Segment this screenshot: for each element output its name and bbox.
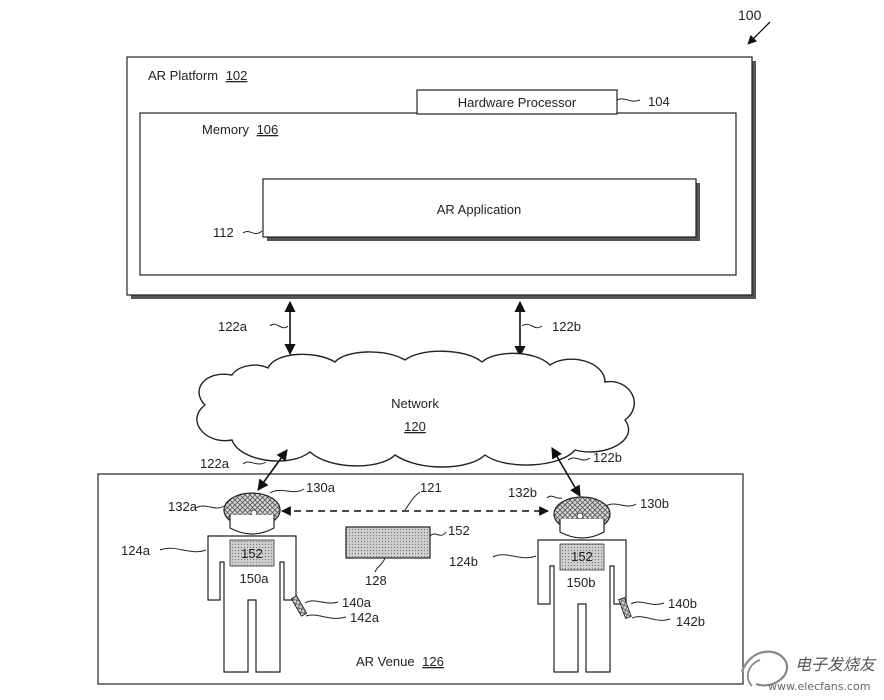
app-label: AR Application (437, 202, 522, 217)
display-item-ref: 128 (365, 573, 387, 588)
processor-label: Hardware Processor (458, 95, 577, 110)
device-sub-ref-b: 142b (676, 614, 705, 629)
watermark: 电子发烧友 www.elecfans.com (740, 650, 877, 693)
svg-text:Memory 106: Memory 106 (202, 122, 278, 137)
device-b (618, 597, 632, 619)
figure-ref-label: 100 (738, 7, 762, 23)
shirt-display-b (559, 543, 605, 571)
sensor-ref-a: 132a (168, 499, 198, 514)
device-a (290, 595, 308, 617)
link-top-right-label: 122b (552, 319, 581, 334)
shirt-display-a (229, 539, 275, 567)
memory-title: Memory (202, 122, 249, 137)
sensor-ref-b: 132b (508, 485, 537, 500)
svg-text:AR Platform 102: AR Platform 102 (148, 68, 247, 83)
link-platform-network-right: 122b (514, 300, 581, 358)
headset-ref-b: 130b (640, 496, 669, 511)
user-a: 152 150a 140a 142a 132a 130a 124a (121, 480, 380, 673)
device-sub-ref-a: 142a (350, 610, 380, 625)
shared-display: 152 128 (345, 523, 470, 588)
svg-text:AR Venue 126: AR Venue 126 (356, 654, 444, 669)
processor-ref: 104 (648, 94, 670, 109)
user-b: 152 150b 140b 142b 132b 130b 124b (449, 485, 705, 673)
body-ref-a: 124a (121, 543, 151, 558)
link-bottom-left-label: 122a (200, 456, 230, 471)
watermark-logo-icon (740, 650, 789, 687)
link-platform-network-left: 122a (218, 300, 296, 356)
network-ref: 120 (404, 419, 426, 434)
platform-title: AR Platform (148, 68, 218, 83)
memory-ref: 106 (257, 122, 279, 137)
shirt-label-b: 152 (571, 549, 593, 564)
link-top-left-label: 122a (218, 319, 248, 334)
app-ref: 112 (213, 225, 234, 240)
network-cloud: Network 120 (196, 350, 635, 468)
link-network-user-a: 122a (200, 449, 288, 491)
network-label: Network (391, 396, 439, 411)
shirt-ref-a: 150a (240, 571, 270, 586)
shirt-label-a: 152 (241, 546, 263, 561)
watermark-cn: 电子发烧友 (795, 655, 877, 674)
headset-ref-a: 130a (306, 480, 336, 495)
link-between-users: 121 (281, 480, 549, 516)
venue-title: AR Venue (356, 654, 415, 669)
link-bottom-right-label: 122b (593, 450, 622, 465)
figure-ref: 100 (738, 7, 771, 45)
link-between-users-label: 121 (420, 480, 442, 495)
platform-ref: 102 (226, 68, 248, 83)
venue-ref: 126 (422, 654, 444, 669)
watermark-url: www.elecfans.com (768, 680, 870, 693)
link-network-user-b: 122b (551, 447, 622, 497)
body-ref-b: 124b (449, 554, 478, 569)
device-ref-b: 140b (668, 596, 697, 611)
shirt-ref-b: 150b (567, 575, 596, 590)
ar-application-box: AR Application 112 (213, 178, 700, 241)
display-ref-label: 152 (448, 523, 470, 538)
device-ref-a: 140a (342, 595, 372, 610)
hardware-processor-box: Hardware Processor 104 (416, 89, 670, 115)
